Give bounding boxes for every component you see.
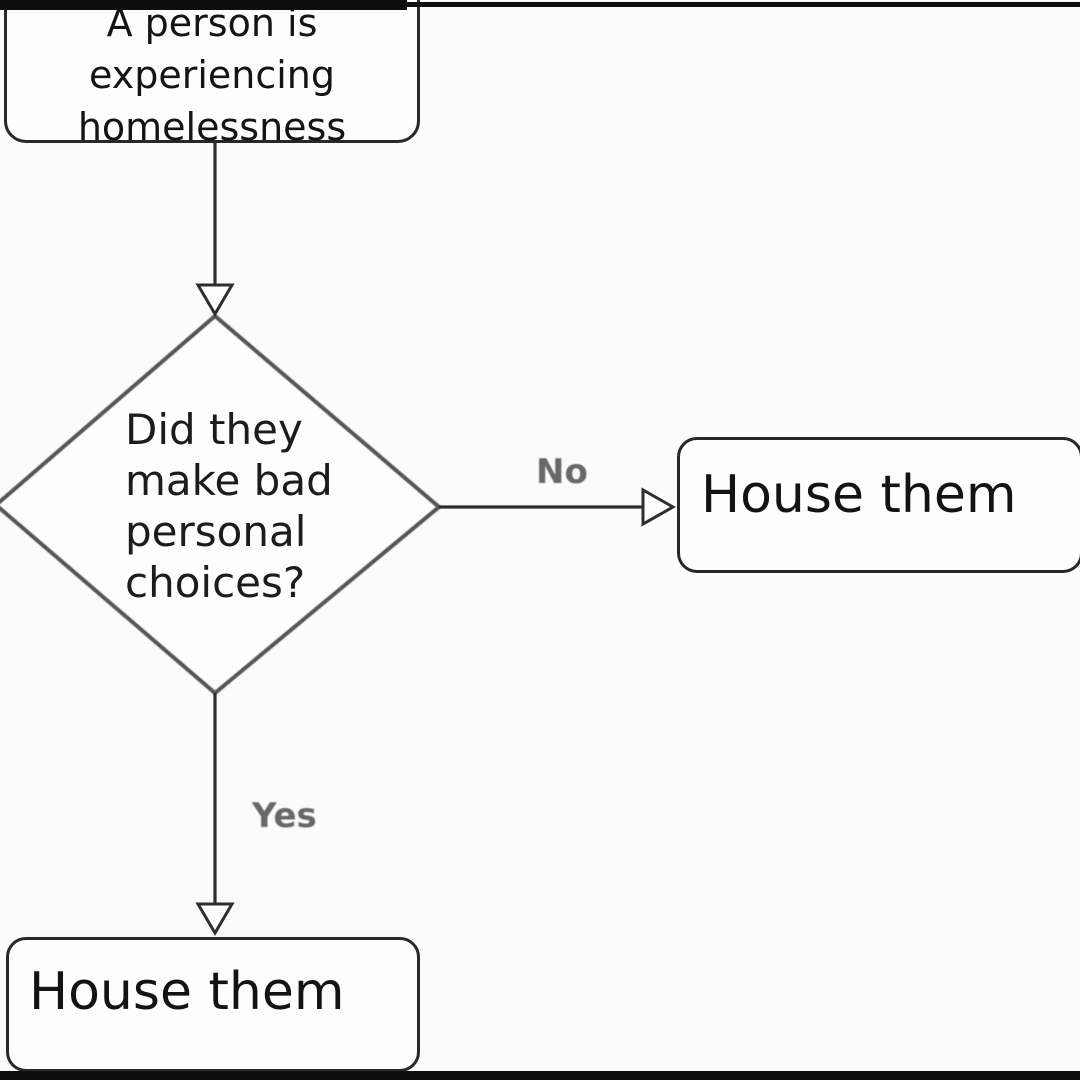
node-start-line: homelessness: [77, 105, 347, 149]
node-decision-line: personal: [125, 507, 307, 556]
node-decision-line: make bad: [125, 456, 333, 505]
node-house-them-right-label: House them: [701, 465, 1017, 525]
arrowhead-down-icon: [195, 902, 235, 936]
node-house-them-bottom: House them: [6, 937, 420, 1072]
node-decision-text: Did they make bad personal choices?: [125, 404, 355, 608]
edge-label-yes: Yes: [252, 796, 317, 836]
node-house-them-bottom-label: House them: [29, 962, 345, 1022]
arrowhead-down-icon: [195, 283, 235, 317]
node-house-them-right: House them: [677, 437, 1080, 573]
bottom-letterbox-bar: [0, 1071, 1080, 1080]
node-start-line: experiencing: [89, 53, 335, 97]
edge-label-no: No: [536, 452, 588, 492]
node-start-text: A person is experiencing homelessness: [7, 0, 417, 153]
node-decision-line: Did they: [125, 405, 303, 454]
top-letterbox-bar-thin: [407, 2, 1080, 7]
top-letterbox-bar: [0, 0, 407, 10]
node-decision-line: choices?: [125, 558, 306, 607]
node-start: A person is experiencing homelessness: [4, 0, 420, 149]
arrowhead-right-icon: [641, 487, 677, 527]
